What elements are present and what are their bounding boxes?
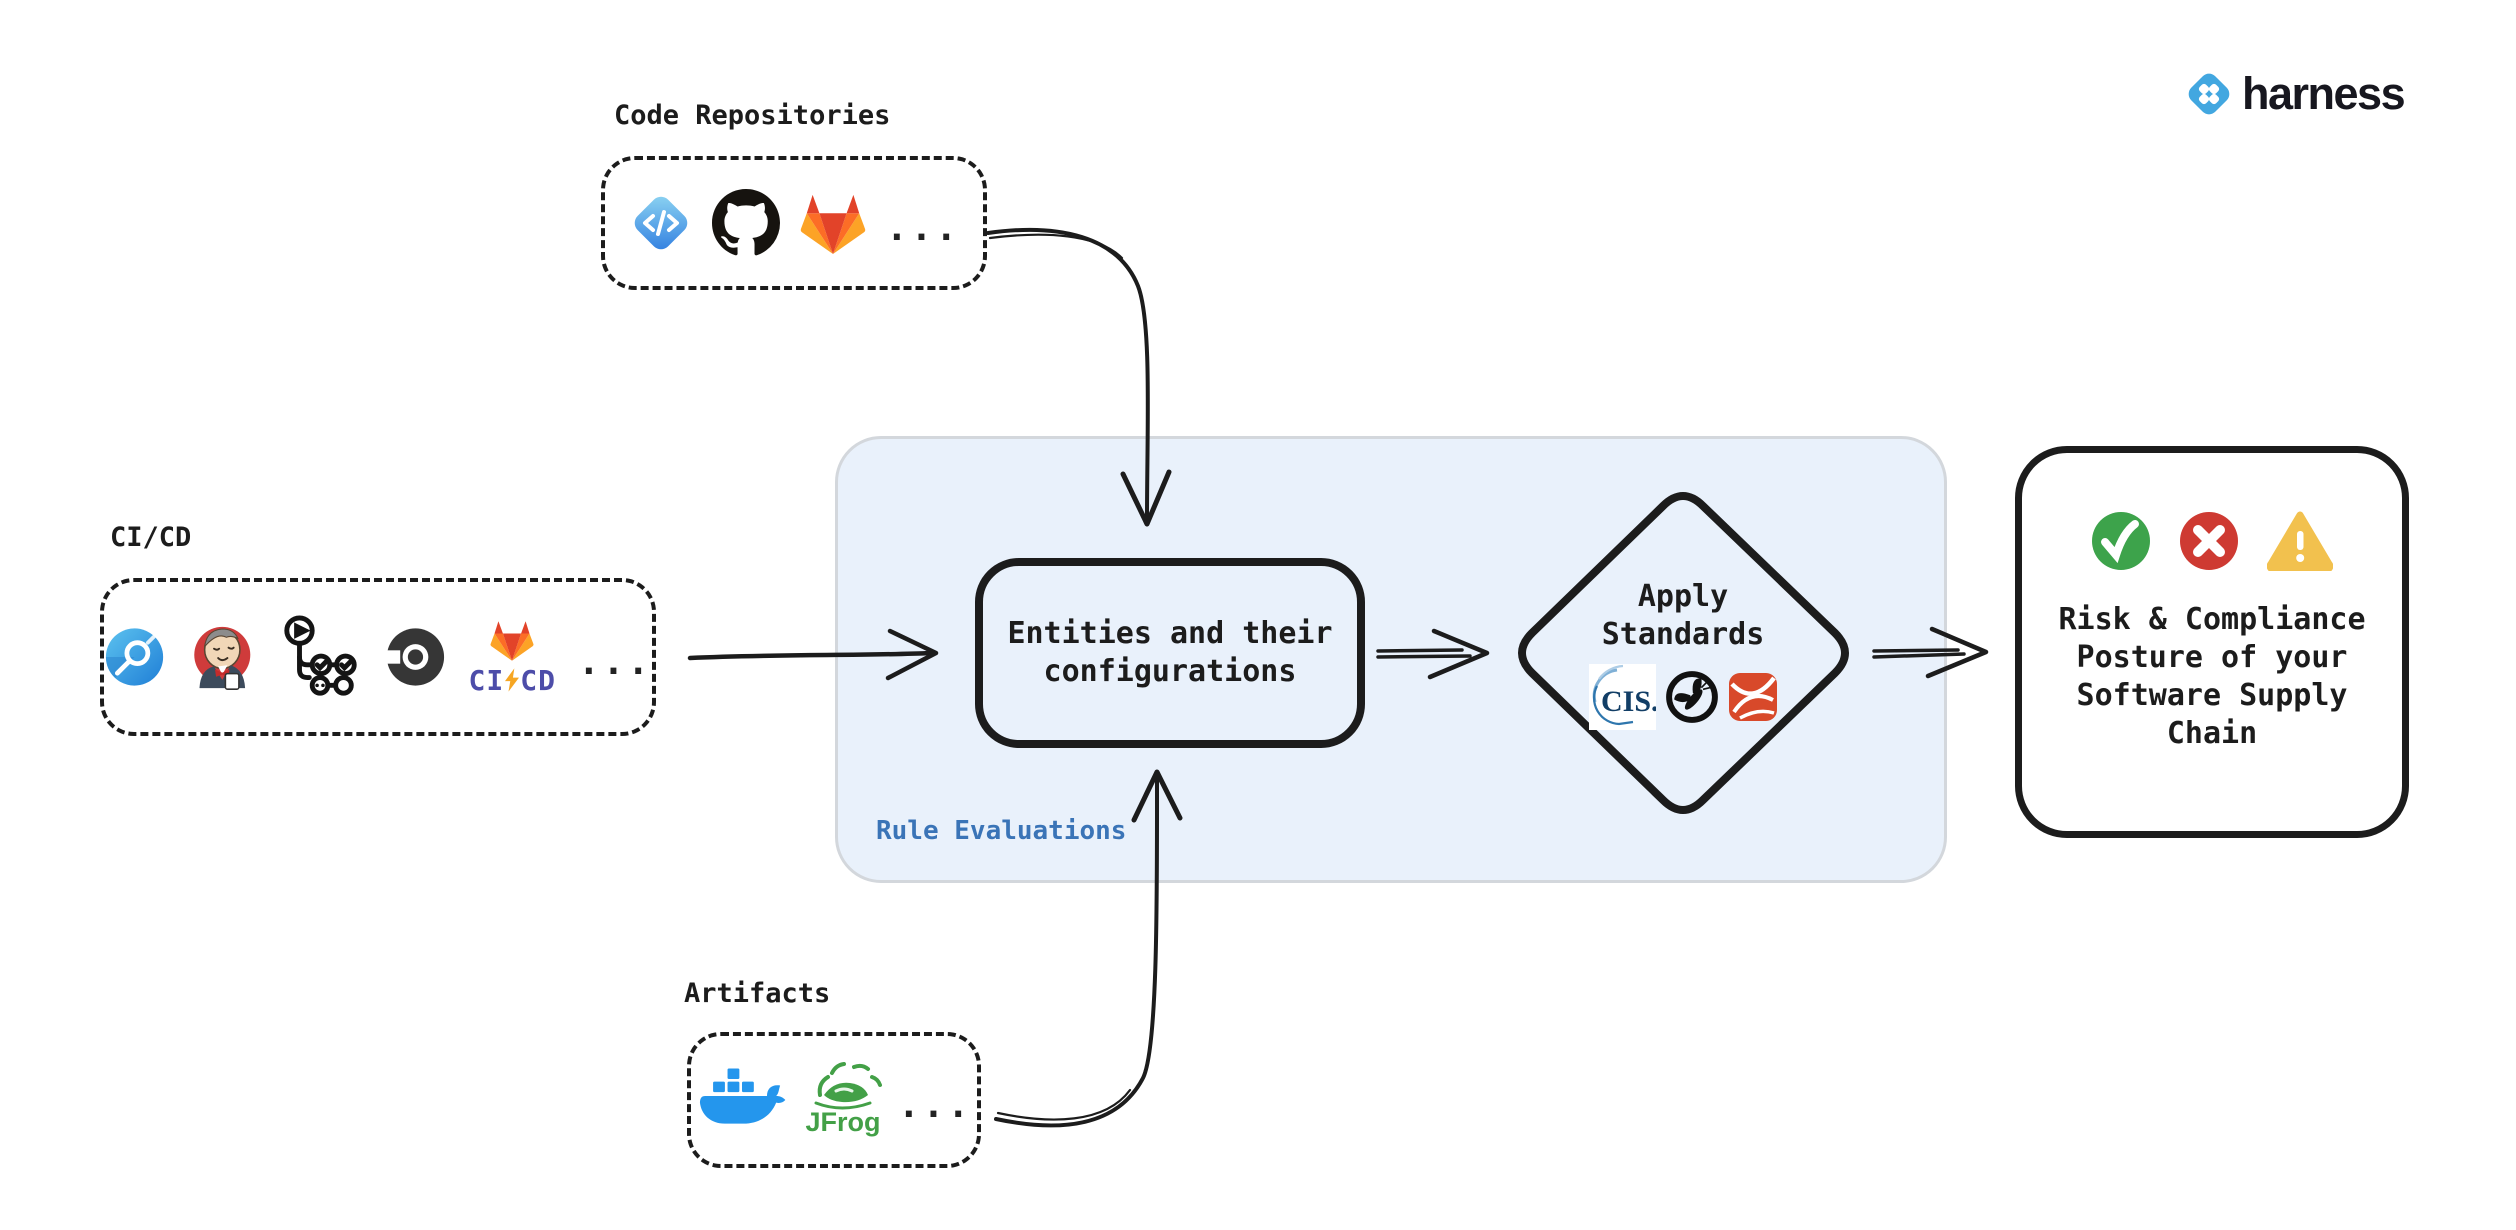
- docker-icon: [699, 1068, 786, 1124]
- warning-triangle-icon: [2267, 511, 2333, 571]
- harness-diamond-icon: [2188, 73, 2230, 115]
- svg-text:CIS.: CIS.: [1601, 685, 1656, 718]
- harness-logo: harness: [2185, 68, 2406, 120]
- code-repositories-ellipsis: ...: [885, 208, 961, 249]
- gitlab-icon: [800, 194, 866, 255]
- artifacts-ellipsis: ...: [897, 1085, 973, 1126]
- check-circle-icon: [2092, 512, 2150, 570]
- outcome-icon-row: [2091, 511, 2333, 571]
- cis-icon: CIS.: [1588, 664, 1656, 730]
- cicd-ellipsis: ...: [577, 642, 652, 683]
- apply-standards-icon-row: CIS.: [1588, 664, 1778, 730]
- entities-node-text: Entities and their configurations: [1007, 616, 1333, 689]
- lightning-bolt-icon: [505, 668, 520, 692]
- gitlab-cicd-fox-icon: [490, 620, 534, 661]
- apply-standards-node: Apply Standards CIS.: [1543, 578, 1823, 730]
- workflow-pipeline-icon: [283, 615, 357, 696]
- apply-standards-diamond-shape: [1518, 492, 1849, 814]
- arrow-code-repositories-to-entities: [986, 227, 1172, 527]
- arrow-cicd-to-entities: [687, 628, 939, 681]
- outcome-node: Risk & Compliance Posture of your Softwa…: [2015, 446, 2409, 838]
- arrow-apply-standards-to-outcome: [1872, 626, 1989, 679]
- arrow-entities-to-apply-standards: [1376, 628, 1490, 680]
- code-brackets-diamond-icon: [634, 196, 688, 250]
- arrow-artifacts-to-entities: [994, 769, 1183, 1128]
- code-repositories-box: ...: [601, 156, 987, 290]
- entities-node: Entities and their configurations: [975, 558, 1365, 748]
- gitlab-cd-text: CD: [520, 663, 556, 697]
- artifacts-box: JFrog ...: [687, 1032, 981, 1168]
- jfrog-icon: JFrog: [802, 1061, 884, 1140]
- github-icon: [711, 189, 780, 256]
- gitlab-ci-text: CI: [468, 663, 505, 697]
- circleci-icon: [383, 628, 444, 686]
- cross-circle-icon: [2180, 512, 2238, 570]
- harness-ci-icon: [105, 628, 164, 686]
- cicd-label: CI/CD: [110, 522, 192, 553]
- jfrog-wordmark: JFrog: [805, 1106, 881, 1137]
- code-repositories-label: Code Repositories: [614, 100, 891, 131]
- gitlab-cicd-icon: CI CD: [469, 618, 556, 697]
- cicd-box: CI CD ...: [100, 578, 656, 736]
- apply-standards-text: Apply Standards: [1601, 579, 1765, 652]
- artifacts-label: Artifacts: [684, 978, 831, 1009]
- owasp-icon: [1665, 671, 1718, 723]
- outcome-text: Risk & Compliance Posture of your Softwa…: [2058, 602, 2366, 751]
- harness-wordmark: harness: [2242, 68, 2406, 119]
- rule-evaluations-label: Rule Evaluations: [876, 816, 1127, 846]
- jenkins-icon: [194, 626, 251, 690]
- gitlab-cicd-text: CI CD: [469, 664, 556, 697]
- standards-ribbon-icon: [1728, 673, 1777, 721]
- jfrog-splash-icon: [814, 1061, 882, 1109]
